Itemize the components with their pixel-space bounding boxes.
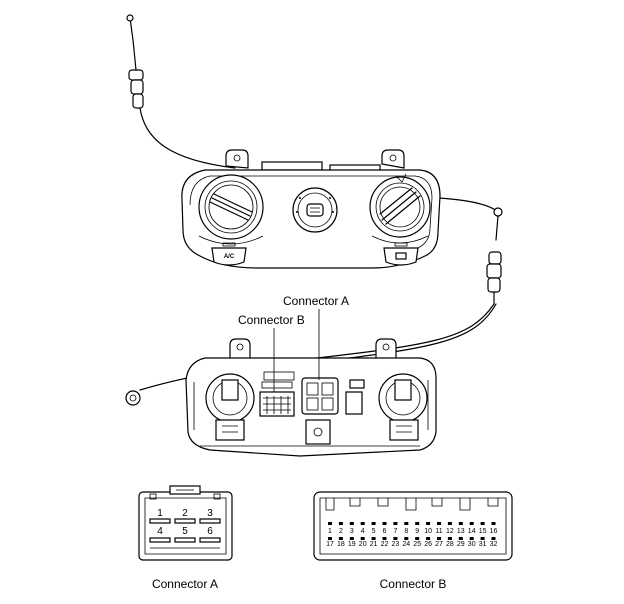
connector-b-pin-20: 20	[359, 541, 367, 548]
connector-b-pin-mark	[491, 522, 496, 525]
ac-button-label: A/C	[224, 254, 235, 260]
temperature-knob	[198, 174, 264, 245]
connector-a-caption: Connector A	[152, 577, 218, 591]
connector-b-pin-mark	[404, 522, 409, 525]
connector-b-pin-10: 10	[424, 528, 432, 535]
right-cable	[437, 197, 503, 305]
connector-b-pin-mark	[437, 522, 441, 525]
connector-b-pin-mark	[480, 537, 485, 540]
connector-b-pin-24: 24	[402, 541, 410, 548]
connector-b-pin-21: 21	[370, 541, 378, 548]
connector-b-pin-8: 8	[404, 528, 408, 535]
connector-a-callout: Connector A	[283, 294, 349, 308]
connector-b-pin-26: 26	[424, 541, 432, 548]
connector-b-pin-mark	[349, 522, 354, 525]
connector-b-pin-mark	[338, 537, 343, 540]
connector-b-pin-14: 14	[468, 528, 476, 535]
connector-b-pin-7: 7	[393, 528, 397, 535]
connector-b-pin-25: 25	[413, 541, 421, 548]
connector-b-pin-22: 22	[381, 541, 389, 548]
connector-b-pin-mark	[360, 522, 365, 525]
connector-b-pin-mark	[349, 537, 354, 540]
connector-b-pin-mark	[382, 537, 387, 540]
connector-b-pin-mark	[491, 537, 496, 540]
connector-b-pin-mark	[458, 537, 463, 540]
connector-b-pin-4: 4	[361, 528, 365, 535]
connector-b-pin-9: 9	[415, 528, 419, 535]
connector-b-pin-2: 2	[339, 528, 343, 535]
connector-a-pin-6: 6	[207, 526, 213, 537]
control-panel-front-view: A/C	[126, 14, 503, 305]
connector-b-pin-28: 28	[446, 541, 454, 548]
connector-a-pin-2: 2	[182, 508, 188, 519]
connector-b-pin-13: 13	[457, 528, 465, 535]
connector-b-pin-23: 23	[392, 541, 400, 548]
connector-b-pin-17: 17	[326, 541, 334, 548]
connector-b-pin-12: 12	[446, 528, 454, 535]
connector-b-pin-mark	[360, 537, 365, 540]
connector-b-pin-1: 1	[328, 528, 332, 535]
connector-b-callout: Connector B	[238, 313, 305, 327]
connector-b-pin-mark	[393, 522, 398, 525]
connector-b-pin-32: 32	[490, 541, 498, 548]
fan-speed-knob	[369, 173, 431, 244]
connector-b-pin-mark	[447, 537, 452, 540]
connector-b-pin-29: 29	[457, 541, 465, 548]
connector-b-pin-mark	[426, 522, 431, 525]
control-panel-rear-view	[125, 303, 497, 457]
connector-b-pin-mark	[371, 537, 376, 540]
rear-defrost-button	[383, 242, 419, 266]
connector-b-pin-mark	[404, 537, 409, 540]
connector-b-pin-16: 16	[490, 528, 498, 535]
callouts: Connector A Connector B	[238, 294, 349, 392]
connector-b-pin-15: 15	[479, 528, 487, 535]
connector-b-pin-mark	[469, 522, 474, 525]
connector-b-pin-30: 30	[468, 541, 476, 548]
connector-b-caption: Connector B	[380, 577, 447, 591]
connector-b-pin-mark	[480, 522, 485, 525]
connector-b-pin-mark	[415, 522, 420, 525]
connector-a-pin-1: 1	[157, 508, 163, 519]
connector-b-pin-19: 19	[348, 541, 356, 548]
connector-b-pin-18: 18	[337, 541, 345, 548]
connector-b-pin-mark	[447, 522, 452, 525]
connector-a-pin-5: 5	[182, 526, 188, 537]
connector-b-pin-mark	[371, 522, 376, 525]
connector-b-on-unit	[259, 381, 295, 417]
connector-b-pin-mark	[469, 537, 474, 540]
connector-b-pin-mark	[328, 522, 332, 525]
left-cable	[126, 14, 236, 169]
connector-a-detail: 1 2 3 4 5 6	[138, 485, 233, 561]
connector-b-pin-mark	[426, 537, 431, 540]
connector-a-on-unit	[301, 377, 339, 445]
connector-a-pin-3: 3	[207, 508, 213, 519]
connector-b-pin-mark	[338, 522, 343, 525]
connector-b-pin-mark	[458, 522, 463, 525]
connector-b-pin-mark	[437, 537, 441, 540]
connector-b-pin-6: 6	[383, 528, 387, 535]
connector-b-pin-27: 27	[435, 541, 443, 548]
connector-b-pin-mark	[393, 537, 398, 540]
connector-b-pin-mark	[382, 522, 387, 525]
ac-button: A/C	[211, 242, 247, 266]
connector-b-pin-11: 11	[435, 528, 442, 535]
connector-b-pin-mark	[328, 537, 332, 540]
connector-b-pin-31: 31	[479, 541, 487, 548]
connector-a-pin-4: 4	[157, 526, 163, 537]
connector-b-pin-mark	[415, 537, 420, 540]
connector-b-pin-5: 5	[372, 528, 376, 535]
connector-b-pin-3: 3	[350, 528, 354, 535]
mode-knob	[292, 187, 338, 233]
